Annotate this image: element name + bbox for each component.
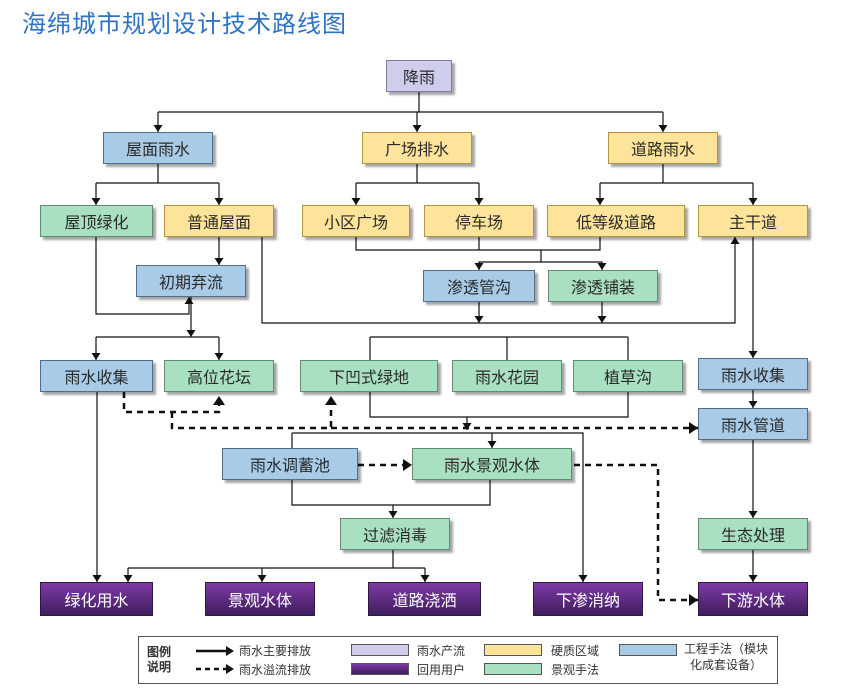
arrowhead-13	[474, 198, 484, 205]
arrowhead-40	[748, 575, 758, 582]
arrowhead-36	[462, 423, 472, 430]
arrowhead-52	[213, 396, 225, 405]
arrowhead-41	[92, 575, 102, 582]
arrowhead-30	[597, 316, 607, 323]
arrowhead-38	[748, 401, 758, 408]
legend-source: 雨水产流	[417, 644, 466, 658]
flow-connector-42	[292, 432, 584, 582]
flow-connector-46	[393, 480, 491, 506]
legend-heading: 图例 说明	[147, 645, 172, 674]
arrowhead-3	[153, 125, 163, 132]
legend-solid-arrow	[196, 646, 234, 656]
node-filter-disinfect: 过滤消毒	[340, 518, 450, 550]
overflow-connector-53	[170, 396, 333, 430]
flow-connector-35	[369, 392, 629, 418]
node-landscape-water-body: 雨水景观水体	[412, 448, 572, 480]
arrowhead-9	[214, 198, 224, 205]
arrowhead-51	[420, 575, 430, 582]
arrowhead-50	[257, 575, 267, 582]
flow-connector-45	[291, 480, 394, 518]
legend-engineering: 工程手法（模块 化成套设备）	[684, 642, 769, 672]
flow-connector-28	[541, 261, 603, 270]
node-permeable-pavement: 渗透铺装	[548, 270, 658, 302]
node-grass-swale: 植草沟	[573, 360, 683, 392]
node-user-infiltration: 下渗消纳	[533, 582, 643, 616]
node-user-downstream: 下游水体	[698, 582, 808, 616]
arrowhead-45	[388, 511, 398, 518]
node-plaza-drainage: 广场排水	[362, 132, 472, 164]
legend-swatch-landscape	[484, 663, 542, 675]
node-user-greening: 绿化用水	[40, 582, 153, 616]
arrowhead-8	[91, 198, 101, 205]
arrowhead-44	[487, 441, 497, 448]
flow-connector-25	[355, 237, 601, 251]
node-community-plaza: 小区广场	[302, 205, 410, 237]
legend-user: 回用用户	[417, 663, 466, 677]
node-rain-collection-left: 雨水收集	[40, 360, 153, 392]
node-common-roof: 普通屋面	[164, 205, 274, 237]
arrowhead-19	[184, 297, 194, 304]
node-low-road: 低等级道路	[547, 205, 685, 237]
node-infiltration-ditch: 渗透管沟	[423, 270, 535, 302]
arrowhead-17	[748, 198, 758, 205]
arrowhead-27	[474, 263, 484, 270]
arrowhead-39	[748, 511, 758, 518]
flow-connector-24	[261, 237, 736, 324]
arrowhead-56	[689, 594, 698, 606]
node-sunken-greenland: 下凹式绿地	[300, 360, 438, 392]
node-rain: 降雨	[386, 60, 452, 92]
arrowhead-28	[597, 263, 607, 270]
node-rain-collection-right: 雨水收集	[698, 358, 808, 390]
legend-swatch-engineering	[619, 644, 677, 656]
arrowhead-49	[123, 575, 133, 582]
legend-landscape: 景观手法	[551, 663, 600, 677]
node-storage-tank: 雨水调蓄池	[222, 448, 358, 480]
arrowhead-18	[214, 258, 224, 265]
arrowhead-4	[412, 125, 422, 132]
legend: 图例 说明 雨水主要排放 雨水溢流排放 雨水产流 回用用户 硬质区域 景观手法 …	[138, 636, 778, 684]
node-main-road: 主干道	[698, 205, 808, 237]
node-user-landscape: 景观水体	[205, 582, 315, 616]
node-raised-planter: 高位花坛	[164, 360, 274, 392]
arrowhead-54	[689, 422, 698, 434]
flow-connector-19	[95, 237, 190, 315]
arrowhead-16	[595, 198, 605, 205]
arrowhead-42	[578, 575, 588, 582]
legend-swatch-source	[351, 644, 409, 656]
legend-swatch-user	[351, 663, 409, 675]
arrowhead-24	[730, 237, 740, 244]
arrowhead-55	[403, 459, 412, 471]
legend-swatch-hard	[484, 644, 542, 656]
arrowhead-53	[325, 396, 337, 405]
node-road-rain: 道路雨水	[608, 132, 718, 164]
legend-hard: 硬质区域	[551, 644, 600, 658]
page-title: 海绵城市规划设计技术路线图	[22, 10, 347, 38]
node-rain-garden: 雨水花园	[452, 360, 562, 392]
arrowhead-37	[748, 351, 758, 358]
node-initial-discard: 初期弃流	[136, 265, 246, 297]
legend-overflow: 雨水溢流排放	[239, 663, 312, 677]
arrowhead-20	[186, 330, 196, 337]
node-user-road-spray: 道路浇洒	[368, 582, 481, 616]
arrowhead-29	[474, 316, 484, 323]
legend-main-flow: 雨水主要排放	[239, 644, 312, 658]
node-eco-treatment: 生态处理	[698, 518, 808, 550]
arrowhead-12	[351, 198, 361, 205]
flow-connector-27	[478, 250, 542, 270]
arrowhead-23	[214, 353, 224, 360]
node-green-roof: 屋顶绿化	[40, 205, 153, 237]
arrowhead-5	[658, 125, 668, 132]
node-rain-pipe: 雨水管道	[698, 408, 808, 440]
node-parking: 停车场	[424, 205, 534, 237]
legend-dashed-arrow	[196, 664, 234, 674]
arrowhead-22	[91, 353, 101, 360]
node-roof-rain: 屋面雨水	[103, 132, 213, 164]
overflow-connector-52	[122, 392, 221, 414]
overflow-connector-56	[574, 463, 698, 602]
